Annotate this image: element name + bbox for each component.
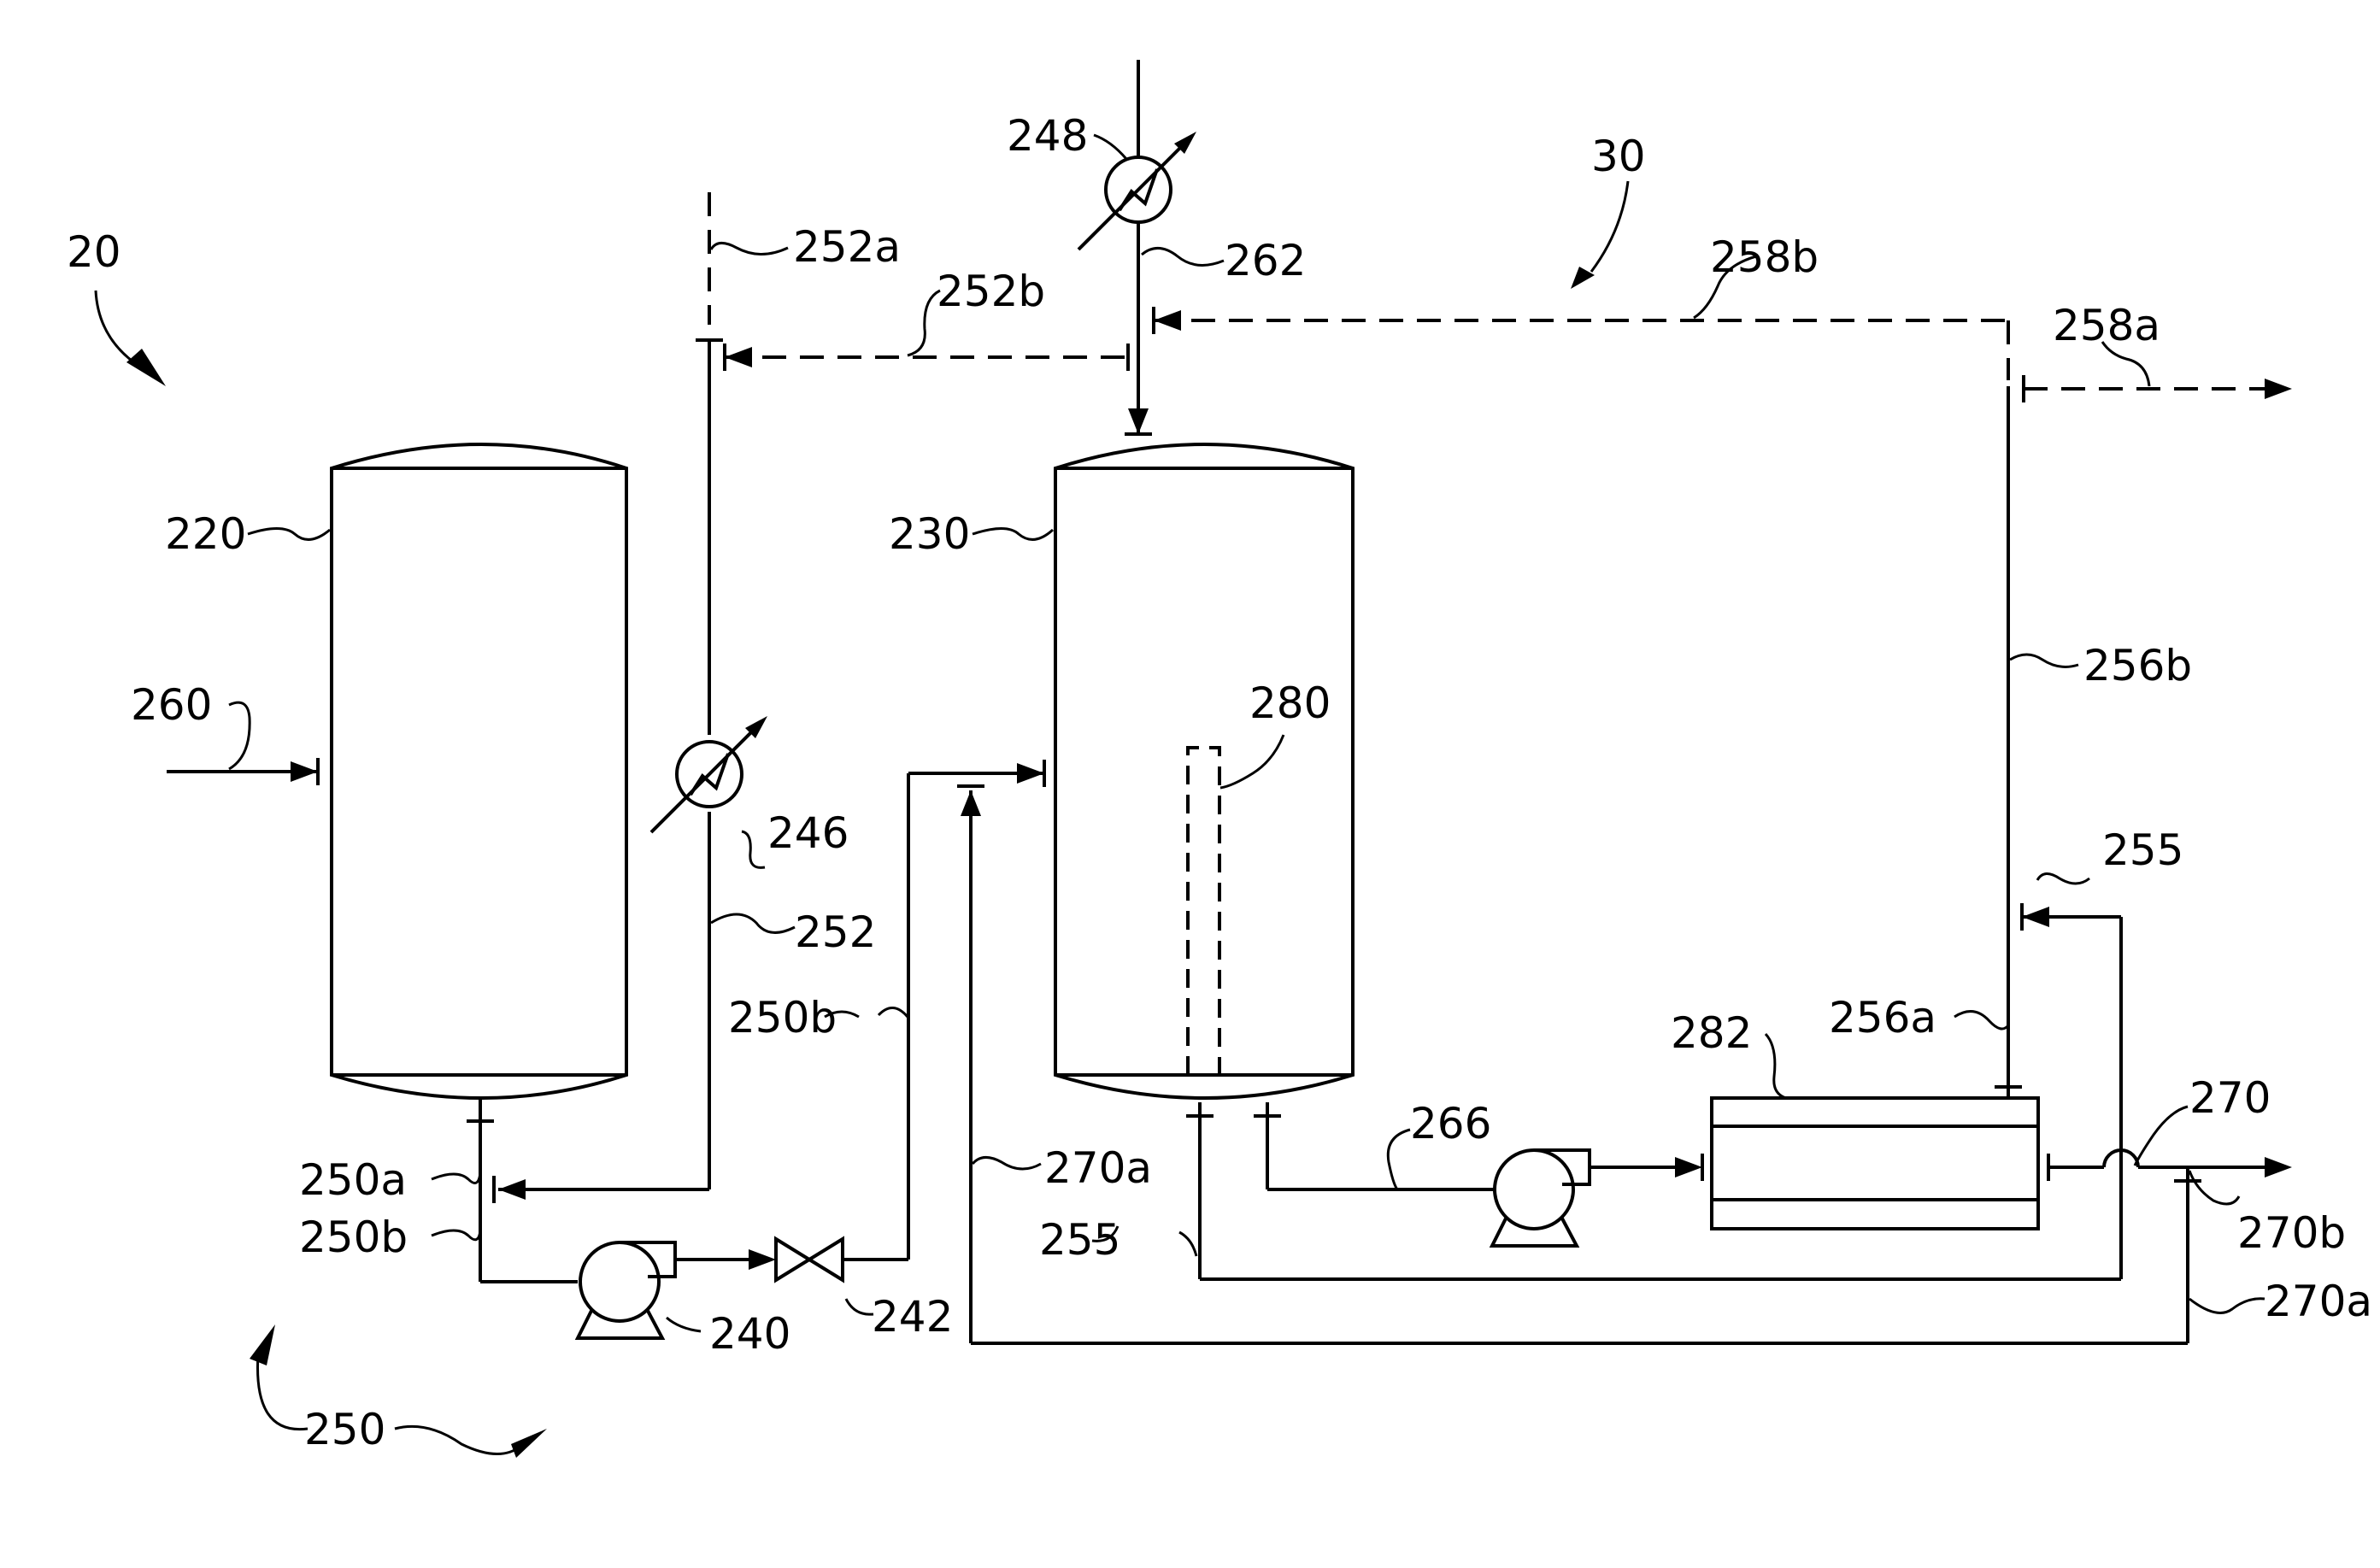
label-250b-lower: 250b	[299, 1213, 408, 1262]
label-30: 30	[1591, 132, 1646, 181]
label-270a-right: 270a	[2265, 1277, 2372, 1326]
label-242: 242	[872, 1292, 953, 1342]
label-270b: 270b	[2237, 1208, 2346, 1258]
label-255-left: 255	[1039, 1215, 1120, 1265]
label-250: 250	[304, 1405, 385, 1454]
label-230: 230	[889, 509, 970, 559]
label-220: 220	[165, 509, 246, 559]
line-262	[1125, 60, 1152, 434]
arrow-250-right	[395, 1426, 547, 1458]
pump-266	[1492, 1150, 1590, 1246]
label-260: 260	[131, 680, 212, 730]
line-258a	[2024, 375, 2292, 402]
label-250b-upper: 250b	[728, 993, 837, 1042]
label-252a: 252a	[793, 222, 901, 272]
valve-242	[776, 1239, 843, 1280]
label-258b: 258b	[1710, 232, 1819, 282]
arrow-250-up	[250, 1324, 308, 1430]
label-256a: 256a	[1829, 993, 1936, 1042]
arrow-30	[1571, 181, 1628, 289]
label-270a-left: 270a	[1044, 1143, 1152, 1193]
vessel-220	[332, 444, 626, 1098]
internal-280	[1188, 748, 1219, 1075]
label-262: 262	[1225, 236, 1306, 285]
label-248: 248	[1007, 111, 1088, 161]
label-250a: 250a	[299, 1155, 407, 1205]
label-280: 280	[1249, 678, 1331, 728]
label-256b: 256b	[2083, 641, 2192, 690]
label-270: 270	[2189, 1073, 2271, 1123]
label-258a: 258a	[2053, 301, 2160, 350]
label-246: 246	[767, 808, 849, 858]
line-252b	[725, 344, 1128, 371]
vessel-230	[1055, 444, 1353, 1098]
pump-240	[578, 1242, 675, 1338]
label-252: 252	[795, 907, 876, 957]
line-256	[1995, 386, 2022, 1098]
unit-282	[1712, 1098, 2038, 1229]
label-282: 282	[1671, 1008, 1752, 1058]
label-240: 240	[709, 1309, 790, 1359]
label-266: 266	[1410, 1099, 1491, 1148]
line-258b	[1154, 307, 2008, 380]
line-270	[2048, 1150, 2292, 1181]
arrow-20	[96, 291, 166, 386]
label-255-right: 255	[2102, 825, 2183, 875]
leaders	[229, 135, 2265, 1331]
line-255	[1186, 903, 2121, 1279]
label-252b: 252b	[937, 267, 1045, 316]
line-260	[167, 758, 318, 785]
label-20: 20	[67, 227, 121, 277]
line-270a	[957, 786, 2201, 1343]
